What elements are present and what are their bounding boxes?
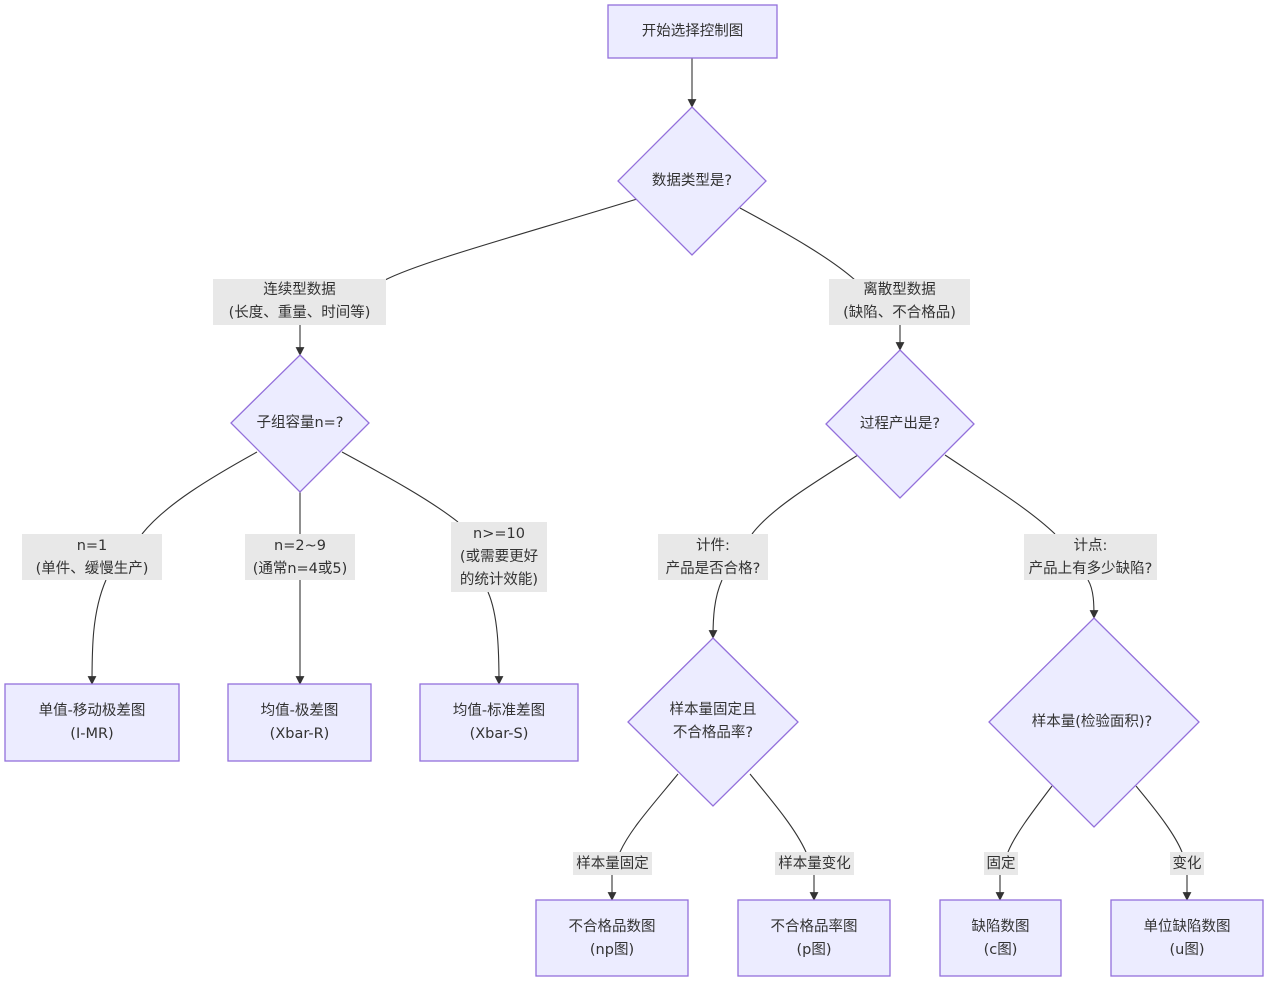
edge-label-fixed: 固定	[984, 852, 1018, 875]
edge-label-discrete-line1: 离散型数据	[863, 281, 936, 298]
edge-label-defects-line2: 产品上有多少缺陷?	[1029, 560, 1153, 577]
edge-label-defects: 计点: 产品上有多少缺陷?	[1024, 534, 1157, 580]
edge-label-n1-line1: n=1	[77, 538, 108, 554]
node-imr-line2: (I-MR)	[70, 726, 113, 742]
decision-sample-area-text: 样本量(检验面积)?	[1032, 713, 1153, 730]
node-p-line1: 不合格品率图	[771, 918, 858, 935]
edge-label-n10-line3: 的统计效能)	[460, 571, 538, 588]
node-xbar-s-line1: 均值-标准差图	[453, 702, 545, 719]
decision-sample-area: 样本量(检验面积)?	[988, 617, 1200, 828]
edge-defects-to-samplearea	[1087, 579, 1099, 619]
edge-datatype-to-continuous	[384, 198, 638, 281]
node-xbar-r-chart: 均值-极差图 (Xbar-R)	[227, 683, 372, 762]
edge-n1-to-imr	[87, 579, 107, 685]
edge-samplearea-to-fixed	[1007, 785, 1053, 853]
node-xbar-s-line2: (Xbar-S)	[470, 726, 529, 742]
decision-subgroup-size-text: 子组容量n=?	[256, 414, 343, 431]
decision-fixed-rate-line1: 样本量固定且	[670, 701, 757, 718]
edge-label-defective: 计件: 产品是否合格?	[658, 534, 768, 580]
edge-label-n1: n=1 (单件、缓慢生产)	[22, 534, 162, 580]
node-xbar-r-line2: (Xbar-R)	[270, 726, 330, 742]
edge-label-continuous-line1: 连续型数据	[263, 281, 336, 298]
edge-label-n2-9: n=2~9 (通常n=4或5)	[245, 534, 355, 580]
decision-fixed-rate-line2: 不合格品率?	[673, 724, 753, 741]
node-xbar-s-chart: 均值-标准差图 (Xbar-S)	[419, 683, 579, 762]
node-imr-line1: 单值-移动极差图	[39, 702, 146, 719]
edge-process-to-defects	[944, 454, 1056, 535]
edge-label-n2-9-line2: (通常n=4或5)	[253, 560, 348, 577]
node-np-line2: (np图)	[590, 942, 634, 958]
edge-subgroup-to-n10	[341, 451, 459, 523]
edge-process-to-defective	[751, 454, 859, 535]
node-xbar-r-line1: 均值-极差图	[261, 702, 339, 719]
decision-subgroup-size: 子组容量n=?	[230, 354, 370, 493]
decision-fixed-rate: 样本量固定且 不合格品率?	[627, 637, 799, 807]
edges	[87, 58, 1192, 901]
node-u-chart: 单位缺陷数图 (u图)	[1110, 899, 1264, 977]
node-c-chart: 缺陷数图 (c图)	[939, 899, 1062, 977]
node-p-chart: 不合格品率图 (p图)	[737, 899, 891, 977]
edge-label-defects-line1: 计点:	[1074, 537, 1108, 554]
edge-label-n10: n>=10 (或需要更好 的统计效能)	[451, 522, 547, 592]
edge-datatype-to-discrete	[739, 207, 856, 281]
edge-label-n10-line2: (或需要更好	[460, 548, 538, 565]
edge-label-discrete-line2: (缺陷、不合格品)	[843, 304, 956, 321]
edge-defective-to-fixedrate	[708, 579, 723, 639]
decision-data-type-text: 数据类型是?	[652, 172, 732, 189]
node-u-line1: 单位缺陷数图	[1144, 918, 1231, 935]
decision-data-type: 数据类型是?	[617, 106, 767, 256]
edge-label-n10-line1: n>=10	[473, 526, 525, 542]
edge-label-fixed-text: 固定	[987, 855, 1016, 872]
edge-label-continuous: 连续型数据 (长度、重量、时间等)	[213, 279, 386, 325]
edge-label-defective-line1: 计件:	[696, 537, 730, 554]
node-p-line2: (p图)	[796, 942, 831, 958]
node-start-text: 开始选择控制图	[642, 23, 744, 40]
edge-label-continuous-line2: (长度、重量、时间等)	[229, 303, 371, 321]
edge-label-varying: 变化	[1170, 852, 1204, 875]
decision-process-output: 过程产出是?	[825, 349, 975, 499]
edge-label-fixed-size-text: 样本量固定	[576, 855, 649, 872]
edge-label-fixed-size: 样本量固定	[573, 852, 652, 875]
node-u-line2: (u图)	[1169, 942, 1204, 958]
edge-fixedrate-to-fixedsize	[619, 773, 679, 853]
node-imr-chart: 单值-移动极差图 (I-MR)	[4, 683, 180, 762]
node-start: 开始选择控制图	[607, 4, 778, 59]
edge-samplearea-to-varying	[1135, 785, 1183, 853]
edge-subgroup-to-n1	[141, 451, 258, 535]
edge-label-varying-size-text: 样本量变化	[778, 855, 851, 872]
decision-process-output-text: 过程产出是?	[860, 415, 940, 432]
node-np-line1: 不合格品数图	[569, 918, 656, 935]
edge-label-n1-line2: (单件、缓慢生产)	[36, 560, 149, 577]
node-c-line1: 缺陷数图	[972, 918, 1030, 935]
edge-label-n2-9-line1: n=2~9	[274, 538, 326, 554]
edge-n10-to-xbars	[487, 591, 504, 685]
edge-label-defective-line2: 产品是否合格?	[666, 560, 761, 577]
edge-fixedrate-to-varyingsize	[749, 773, 807, 853]
edge-label-varying-text: 变化	[1173, 855, 1202, 872]
edge-label-discrete: 离散型数据 (缺陷、不合格品)	[829, 279, 970, 325]
node-np-chart: 不合格品数图 (np图)	[535, 899, 689, 977]
edge-label-varying-size: 样本量变化	[775, 852, 854, 875]
node-c-line2: (c图)	[984, 942, 1018, 958]
